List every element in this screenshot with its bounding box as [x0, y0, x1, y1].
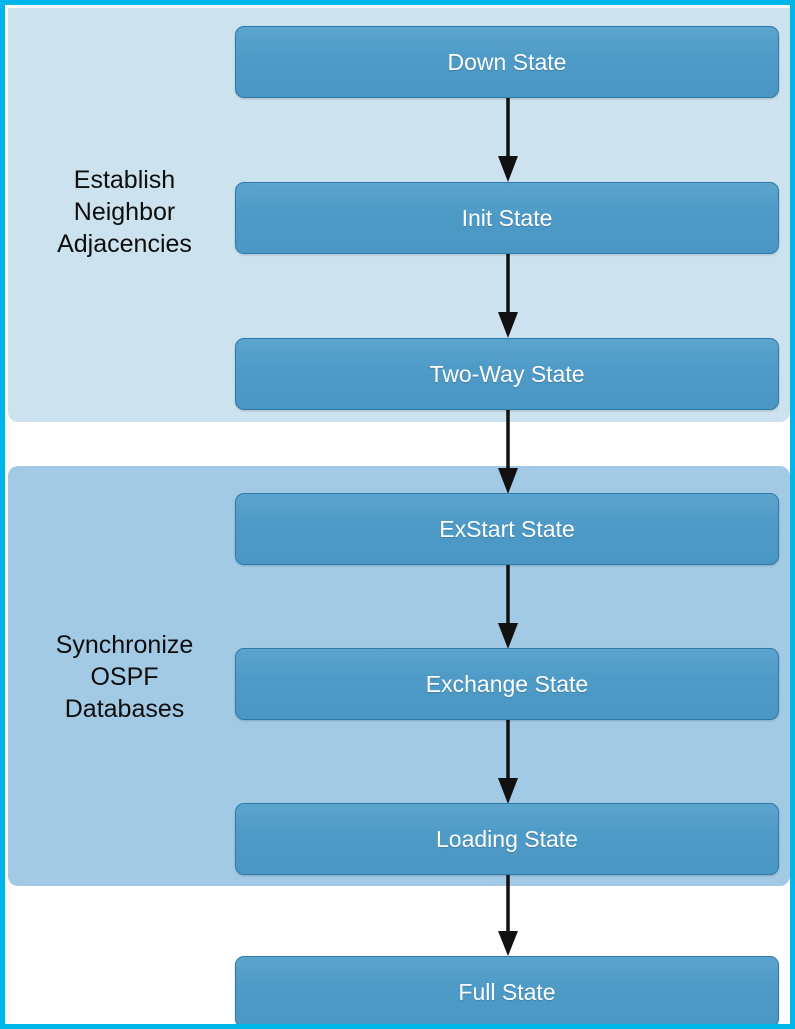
state-box-loading[interactable]: Loading State [235, 803, 779, 875]
state-box-exchange[interactable]: Exchange State [235, 648, 779, 720]
state-box-exstart[interactable]: ExStart State [235, 493, 779, 565]
group-caption-synchronize: Synchronize OSPF Databases [55, 631, 194, 723]
group-caption-establish: Establish Neighbor Adjacencies [57, 166, 192, 258]
connector-init-to-two-way [493, 252, 523, 340]
connector-down-to-init [493, 96, 523, 184]
state-box-two-way[interactable]: Two-Way State [235, 338, 779, 410]
connector-exstart-to-exchange [493, 563, 523, 651]
connector-loading-to-full [493, 873, 523, 958]
connector-exchange-to-loading [493, 718, 523, 806]
state-box-init[interactable]: Init State [235, 182, 779, 254]
connector-two-way-to-exstart [493, 408, 523, 496]
state-box-full[interactable]: Full State [235, 956, 779, 1024]
state-box-down[interactable]: Down State [235, 26, 779, 98]
